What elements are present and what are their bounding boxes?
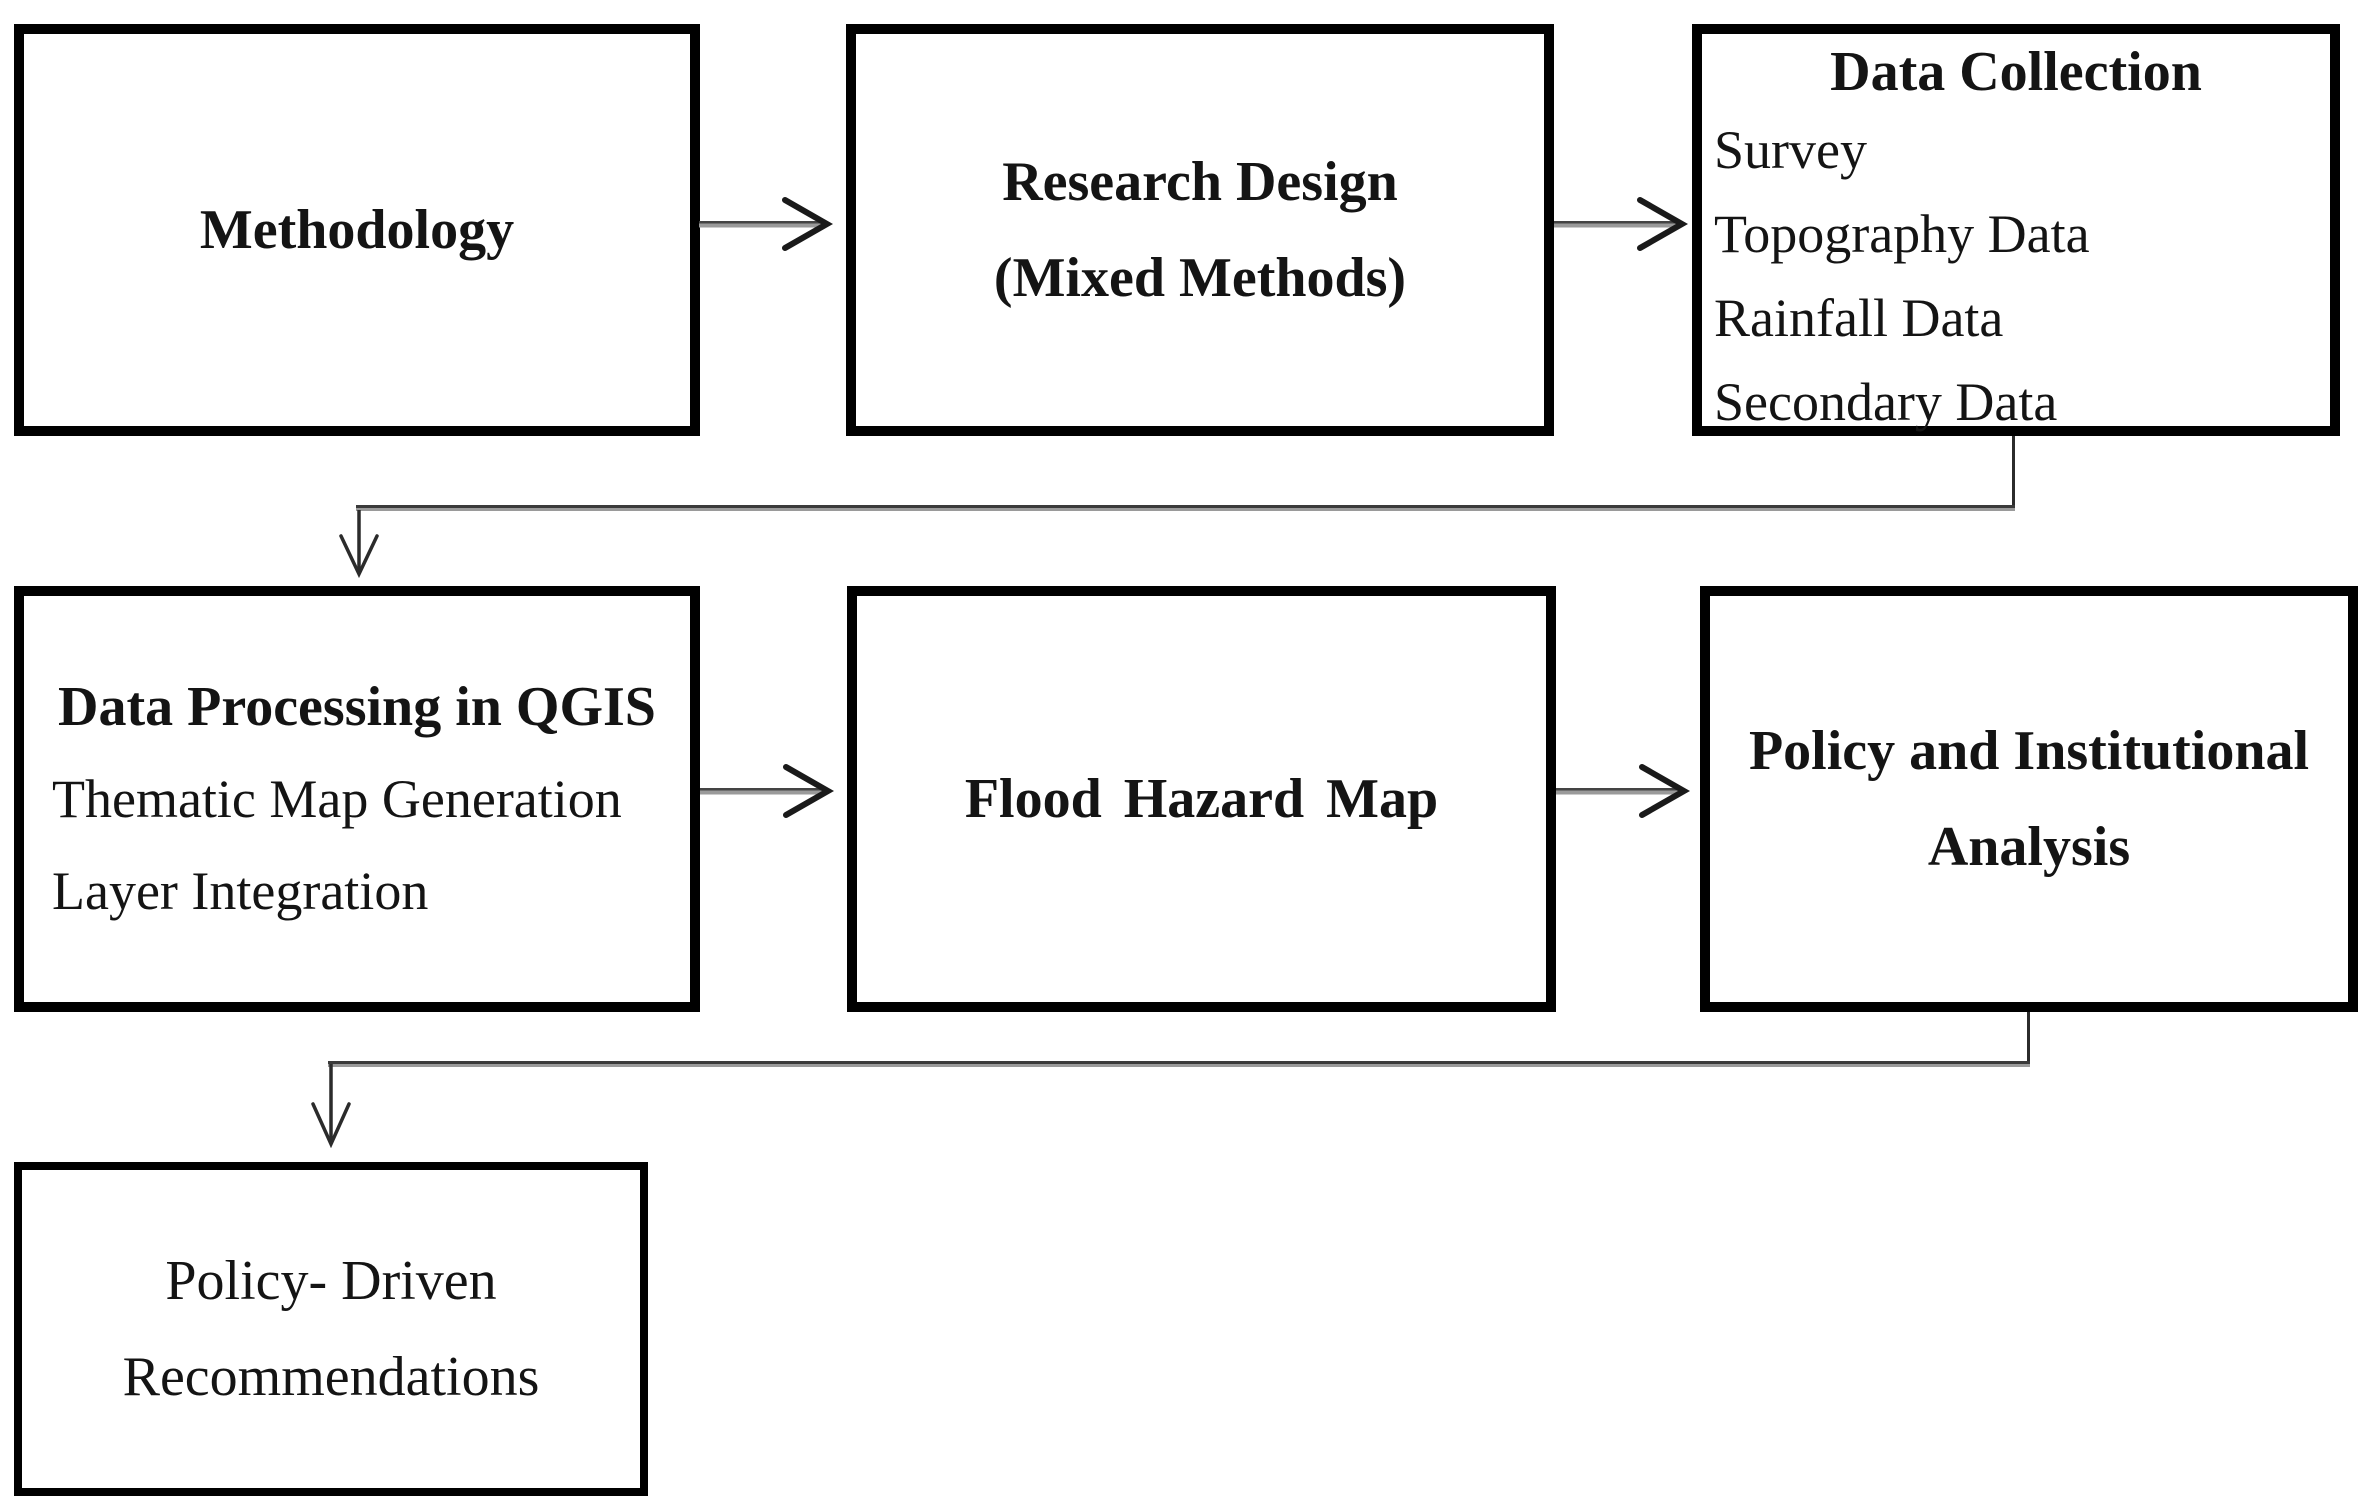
box-flood-hazard-map: Flood Hazard Map — [847, 586, 1556, 1012]
box-data-processing-title: Data Processing in QGIS — [58, 676, 656, 738]
connector-elbow-line — [2012, 436, 2015, 509]
box-methodology: Methodology — [14, 24, 700, 436]
list-item: Thematic Map Generation — [52, 769, 622, 829]
list-item: Secondary Data — [1714, 372, 2058, 432]
list-item: Rainfall Data — [1714, 288, 2004, 348]
box-policy-analysis: Policy and Institutional Analysis — [1700, 586, 2358, 1012]
box-data-collection: Data Collection Survey Topography Data R… — [1692, 24, 2340, 436]
connector-elbow-line — [356, 505, 2015, 511]
list-item: Topography Data — [1714, 204, 2090, 264]
list-item: Survey — [1714, 120, 1867, 180]
box-data-collection-title: Data Collection — [1830, 41, 2202, 103]
box-research-design-line2: (Mixed Methods) — [993, 247, 1407, 309]
box-research-design-line1: Research Design — [1002, 151, 1398, 213]
box-policy-analysis-line1: Policy and Institutional — [1748, 720, 2310, 782]
arrow-right-icon — [700, 764, 834, 818]
box-policy-analysis-line2: Analysis — [1927, 816, 2131, 878]
arrow-right-icon — [1554, 197, 1688, 251]
box-recommendations-line1: Policy- Driven — [165, 1250, 497, 1312]
connector-elbow-line — [328, 1061, 2030, 1067]
arrow-right-icon — [699, 197, 833, 251]
box-data-processing: Data Processing in QGIS Thematic Map Gen… — [14, 586, 700, 1012]
box-recommendations-line2: Recommendations — [122, 1346, 540, 1408]
connector-elbow-line — [2027, 1012, 2030, 1066]
box-recommendations: Policy- Driven Recommendations — [14, 1162, 648, 1496]
arrow-right-icon — [1556, 764, 1690, 818]
arrow-down-icon — [311, 1064, 351, 1148]
box-methodology-title: Methodology — [199, 199, 515, 261]
arrow-down-icon — [339, 510, 379, 578]
box-research-design: Research Design (Mixed Methods) — [846, 24, 1554, 436]
list-item: Layer Integration — [52, 861, 429, 921]
box-flood-hazard-map-title: Flood Hazard Map — [964, 768, 1439, 830]
